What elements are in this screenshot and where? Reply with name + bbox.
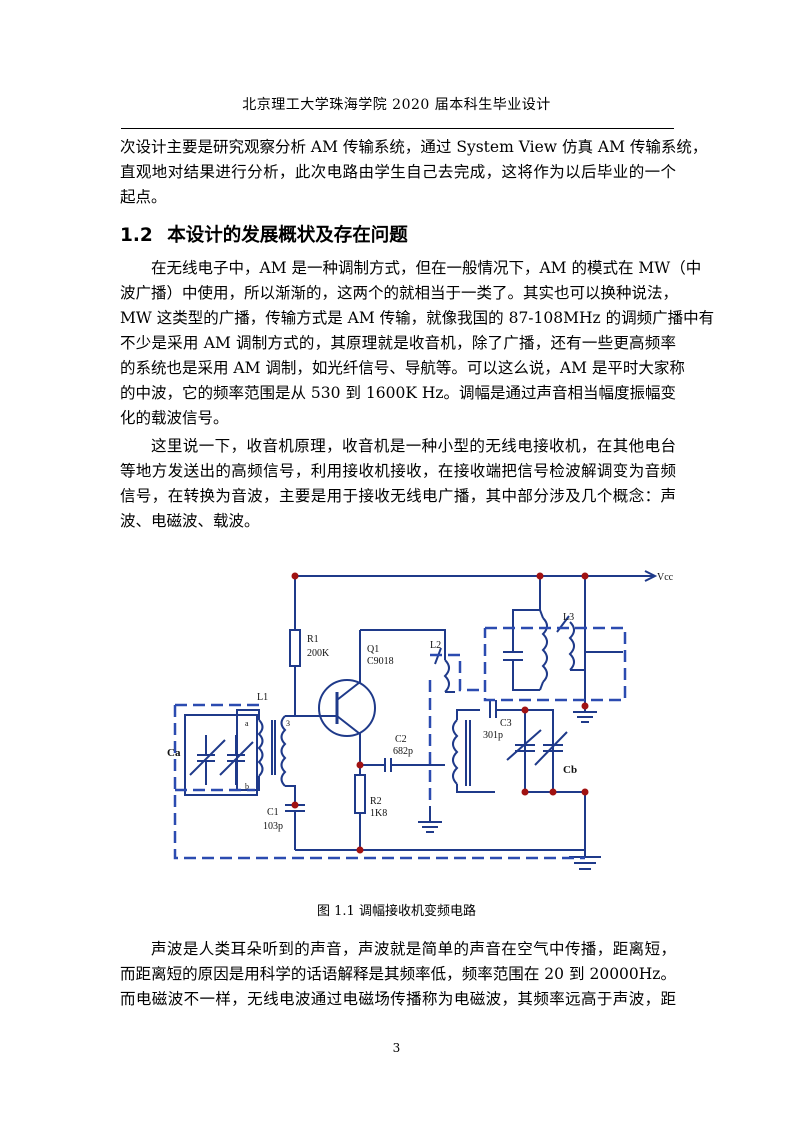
q1-value: C9018 (367, 656, 394, 667)
page-header: 北京理工大学珠海学院 2020 届本科生毕业设计 (242, 97, 551, 113)
circuit-diagram: Vcc R1 200K Q1 C9018 L1 L2 L3 C2 682p C3… (167, 570, 674, 870)
text-line: 而距离短的原因是用科学的话语解释是其频率低，频率范围在 20 到 20000Hz… (120, 965, 676, 983)
text-line: 信号，在转换为音波，主要是用于接收无线电广播，其中部分涉及几个概念：声 (120, 487, 676, 505)
l1-label: L1 (257, 692, 268, 703)
paragraph-am-intro: 在无线电子中，AM 是一种调制方式，但在一般情况下，AM 的模式在 MW（中 波… (120, 256, 715, 431)
text-line: 起点。 (120, 188, 167, 206)
r1-label: R1 (307, 634, 319, 645)
pin-a-label: a (245, 719, 249, 728)
c2-value: 682p (393, 746, 413, 757)
r1-value: 200K (307, 648, 330, 659)
cb-label: Cb (563, 764, 577, 776)
c2-label: C2 (395, 734, 407, 745)
paragraph-receiver: 这里说一下，收音机原理，收音机是一种小型的无线电接收机，在其他电台 等地方发送出… (120, 434, 676, 534)
text-line: MW 这类型的广播，传输方式是 AM 传输，就像我国的 87-108MHz 的调… (120, 309, 715, 327)
text-line: 这里说一下，收音机原理，收音机是一种小型的无线电接收机，在其他电台 (151, 437, 676, 455)
paragraph-waves: 声波是人类耳朵听到的声音，声波就是简单的声音在空气中传播，距离短， 而距离短的原… (120, 937, 676, 1012)
page-number: 3 (392, 1041, 401, 1055)
r2-label: R2 (370, 796, 382, 807)
text-line: 的中波，它的频率范围是从 530 到 1600K Hz。调幅是通过声音相当幅度振… (120, 384, 677, 402)
text-line: 化的载波信号。 (120, 409, 229, 427)
text-line: 不少是采用 AM 调制方式的，其原理就是收音机，除了广播，还有一些更高频率 (120, 334, 676, 352)
r2-value: 1K8 (370, 808, 387, 819)
shield-dashed-lines (173, 626, 627, 860)
c3-value: 301p (483, 730, 503, 741)
text-line: 而电磁波不一样，无线电波通过电磁场传播称为电磁波，其频率远高于声波，距 (120, 990, 676, 1008)
pin-3-label: 3 (286, 719, 290, 728)
figure-caption: 图 1.1 调幅接收机变频电路 (317, 904, 476, 919)
header-rule (121, 128, 674, 129)
text-line: 波广播）中使用，所以渐渐的，这两个的就相当于一类了。其实也可以换种说法， (120, 284, 679, 302)
text-line: 波、电磁波、载波。 (120, 512, 260, 530)
junction-nodes (291, 572, 589, 854)
l3-label: L3 (563, 612, 574, 623)
text-line: 的系统也是采用 AM 调制，如光纤信号、导航等。可以这么说，AM 是平时大家称 (120, 359, 685, 377)
ground-symbols (418, 708, 601, 870)
q1-label: Q1 (367, 644, 379, 655)
text-line: 在无线电子中，AM 是一种调制方式，但在一般情况下，AM 的模式在 MW（中 (151, 259, 702, 277)
section-number: 1.2 (120, 225, 153, 246)
text-line: 等地方发送出的高频信号，利用接收机接收，在接收端把信号检波解调变为音频 (120, 462, 676, 480)
c1-label: C1 (267, 807, 279, 818)
section-title-text: 本设计的发展概状及存在问题 (167, 225, 408, 246)
circuit-figure: Vcc R1 200K Q1 C9018 L1 L2 L3 C2 682p C3… (145, 560, 675, 890)
pin-b-label: b (245, 782, 249, 791)
ca-label: Ca (167, 747, 181, 759)
c3-label: C3 (500, 718, 512, 729)
solid-wires (184, 570, 658, 851)
l2-label: L2 (430, 640, 441, 651)
intro-paragraph: 次设计主要是研究观察分析 AM 传输系统，通过 System View 仿真 A… (120, 135, 708, 210)
section-heading: 1.2 本设计的发展概状及存在问题 (120, 221, 408, 247)
vcc-label: Vcc (657, 572, 674, 583)
text-line: 直观地对结果进行分析，此次电路由学生自己去完成，这将作为以后毕业的一个 (120, 163, 676, 181)
c1-value: 103p (263, 821, 283, 832)
text-line: 声波是人类耳朵听到的声音，声波就是简单的声音在空气中传播，距离短， (151, 940, 676, 958)
text-line: 次设计主要是研究观察分析 AM 传输系统，通过 System View 仿真 A… (120, 138, 708, 156)
